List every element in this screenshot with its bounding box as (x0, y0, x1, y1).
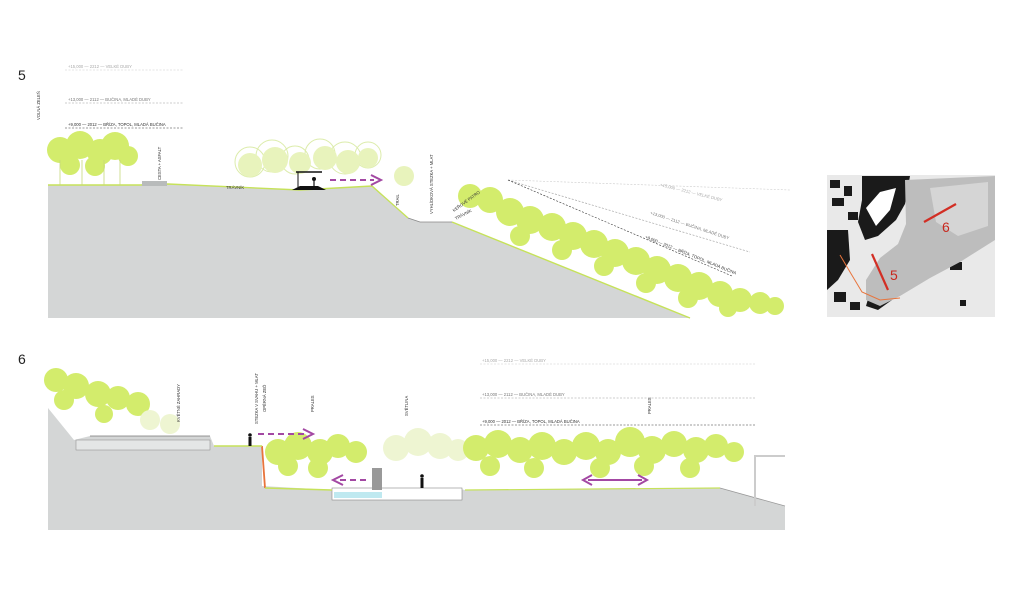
section-number-6: 6 (18, 351, 26, 367)
label-cesta-asfalt: CESTA + ASFALT (157, 146, 162, 180)
level-label-mid-6: +13,000 — 2112 — BUČINA, MLADÉ DUBY (482, 392, 565, 397)
pool-water (334, 492, 382, 498)
right-building-outline (754, 455, 785, 506)
slope-label-top: +15,000 — 2212 — VELKÉ DUBY (660, 182, 723, 202)
tree-fill-group-5 (238, 146, 378, 177)
label-volne-zelen: VOLNÁ ZELEŇ (36, 91, 41, 120)
level-label-low: +9,000 — 2012 — BŘÍZA, TOPOL, MLADÁ BUČI… (68, 122, 166, 127)
slope-label-mid: +13,000 — 2112 — BUČINA, MLADÉ DUBY (650, 210, 730, 240)
ground-profile-5 (48, 183, 690, 318)
grass-surface-5a (48, 183, 409, 219)
label-prales-1: PRALES (310, 395, 315, 412)
section-5: 5 +15,000 — 2212 — VELKÉ DUBY +13,000 — … (18, 64, 791, 319)
level-label-top-6: +15,000 — 2212 — VELKÉ DUBY (482, 358, 546, 363)
label-travnik: TRÁVNÍK (226, 185, 244, 190)
tree-group-svetlina (383, 428, 469, 461)
key-map-route (839, 254, 901, 301)
pavilion-5 (292, 171, 326, 190)
movement-arrow-6a (258, 428, 316, 440)
cut-label-6: 6 (942, 219, 950, 235)
label-vyhlidkova-stezka: VYHLÍDKOVÁ STEZKA + MLAT (429, 154, 434, 214)
small-tree-5 (394, 166, 414, 186)
retaining-wall (261, 445, 266, 489)
label-operna-zed: OPĚRNÁ ZEĎ (262, 385, 267, 412)
grass-line-6b (264, 487, 333, 491)
grass-line-6c (464, 487, 721, 491)
slope-line-low (507, 179, 733, 277)
grass-surface-5b (451, 221, 691, 319)
label-stezka-svah: STEZKA V SVAHU + MLAT (254, 373, 259, 424)
slope-line-mid (507, 179, 751, 253)
slope-line-top (507, 179, 791, 191)
label-svetlina: SVĚTLINA (404, 396, 409, 416)
key-map: 6 5 (827, 175, 995, 317)
label-kvetne-zahrady: KVĚTNÉ ZAHRADY (176, 384, 181, 422)
tree-group-left-5 (47, 131, 138, 176)
movement-arrow-6c (580, 474, 650, 486)
key-map-paths (866, 188, 896, 226)
person-lower (420, 474, 424, 488)
tree-trunks-left-5 (59, 160, 121, 185)
tree-group-slope-5 (458, 184, 784, 317)
ground-profile-6 (48, 408, 785, 530)
cut-line-6 (923, 203, 957, 223)
section-6: 6 +15,000 — 2212 — VELKÉ DUBY +13,000 — … (18, 351, 786, 530)
tree-group-prales-2 (463, 427, 744, 478)
asphalt-path (142, 181, 167, 186)
tree-fill-light-6 (140, 410, 180, 434)
label-prales-2: PRALES (647, 397, 652, 414)
level-label-mid: +13,000 — 2112 — BUČINA, MLADÉ DUBY (68, 97, 151, 102)
cut-line-5 (870, 253, 890, 291)
entry-block (372, 468, 382, 490)
level-label-top: +15,000 — 2212 — VELKÉ DUBY (68, 64, 132, 69)
cut-label-5: 5 (890, 267, 898, 283)
path-step-5 (407, 217, 452, 223)
level-label-low-6: +9,000 — 2012 — BŘÍZA, TOPOL, MLADÁ BUČI… (482, 419, 580, 424)
movement-arrow-5 (330, 174, 384, 186)
key-map-park-inner (930, 182, 988, 236)
slope-line-6 (719, 487, 786, 507)
label-trail: TRAIL (395, 193, 400, 206)
section-number-5: 5 (18, 67, 26, 83)
person-upper (248, 433, 252, 446)
movement-arrow-6b (330, 474, 366, 486)
tree-group-prales-1 (265, 432, 367, 478)
tree-group-left-6 (44, 368, 150, 423)
garden-building (75, 439, 211, 451)
